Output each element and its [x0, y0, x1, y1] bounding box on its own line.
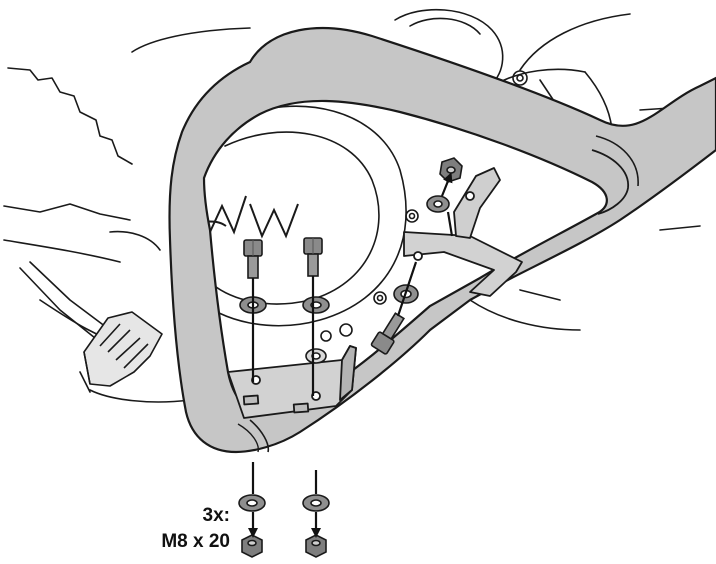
bolt-right — [370, 312, 405, 355]
footpeg — [83, 311, 163, 387]
nut-right-upper — [439, 157, 463, 183]
washer-right-upper — [426, 195, 450, 213]
spacer-sleeve — [305, 348, 327, 364]
upper-mounting-bracket — [403, 167, 523, 297]
bolt-middle — [303, 237, 323, 277]
arrow-up-right — [440, 172, 453, 197]
fastener-callout: 3x: M8 x 20 — [150, 504, 230, 554]
washer-lower-middle — [302, 494, 330, 512]
quantity-label: 3x: — [202, 505, 230, 526]
washer-upper-middle — [302, 296, 330, 314]
bolt-left — [243, 239, 263, 279]
engine-outline — [3, 8, 701, 403]
nut-lower-left — [241, 534, 263, 558]
washer-lower-left — [238, 494, 266, 512]
assembly-lines — [251, 211, 454, 494]
lower-mounting-bracket — [227, 345, 357, 419]
assembly-arrows — [248, 172, 453, 538]
nut-lower-middle — [305, 534, 327, 558]
fastener-size-label: M8 x 20 — [161, 530, 230, 552]
